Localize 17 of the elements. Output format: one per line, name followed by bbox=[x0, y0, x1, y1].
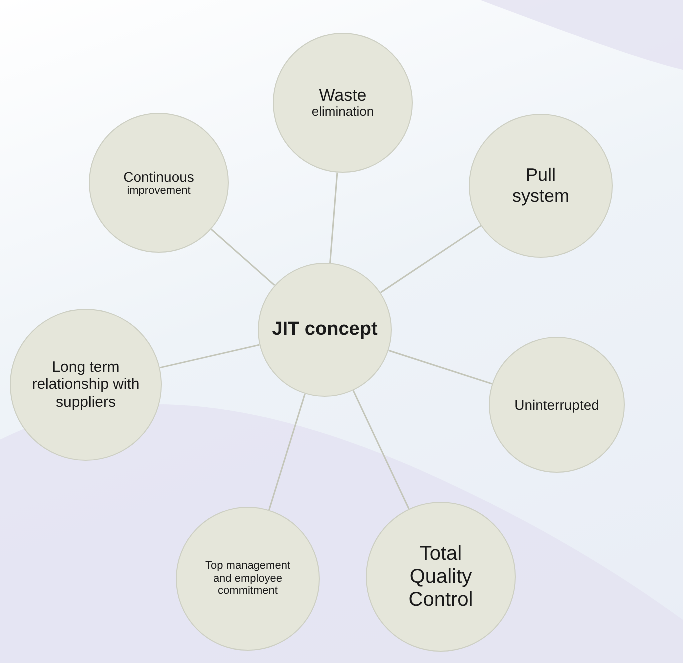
connector-line bbox=[330, 172, 338, 264]
circle-label: Continuous bbox=[124, 168, 194, 185]
circle-label: Waste bbox=[319, 86, 367, 106]
circle-label: Top management and employee commitment bbox=[204, 560, 292, 598]
connector-line bbox=[352, 390, 410, 510]
connector-line bbox=[380, 225, 482, 294]
circle-label: Total Quality Control bbox=[408, 542, 474, 612]
circle-label: improvement bbox=[127, 184, 191, 198]
circle-label: elimination bbox=[312, 105, 374, 120]
circle-label: JIT concept bbox=[272, 319, 378, 341]
circle-label: Pull system bbox=[511, 165, 570, 207]
connector-line bbox=[160, 344, 260, 369]
connector-line bbox=[388, 350, 493, 385]
circle-label: Long term relationship with suppliers bbox=[31, 359, 141, 411]
connector-line bbox=[210, 228, 276, 286]
circle-label: Uninterrupted bbox=[514, 396, 600, 414]
connector-line bbox=[268, 394, 306, 510]
